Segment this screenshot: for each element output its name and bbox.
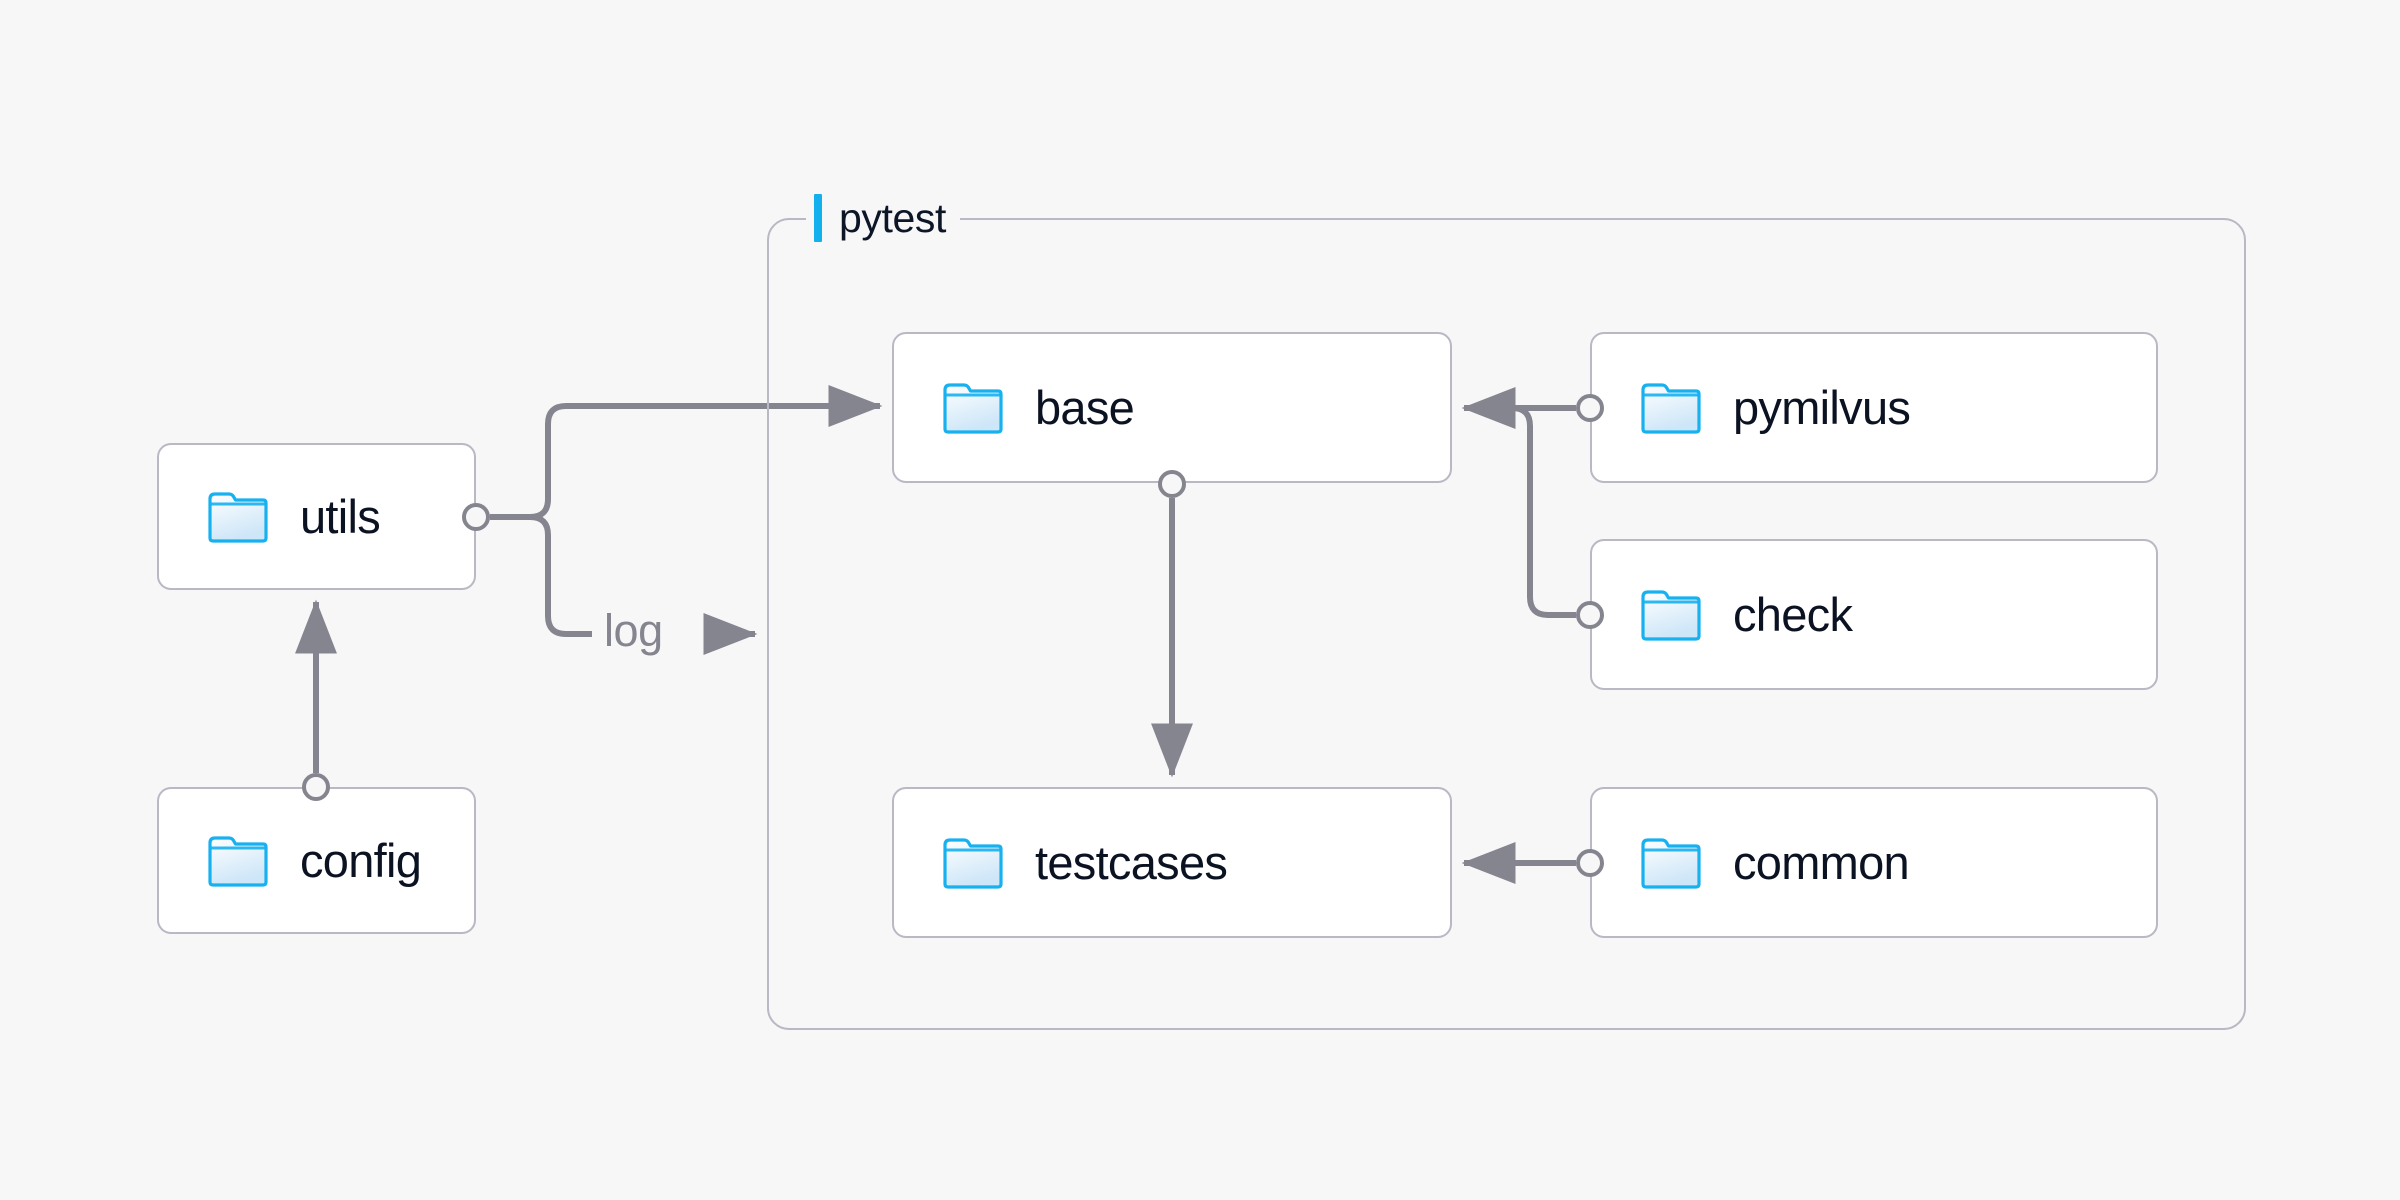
node-common[interactable]: common bbox=[1590, 787, 2158, 938]
node-base-label: base bbox=[1035, 381, 1135, 434]
port-pymilvus-left[interactable] bbox=[1576, 394, 1604, 422]
accent-bar-icon bbox=[814, 194, 822, 242]
port-base-bottom[interactable] bbox=[1158, 470, 1186, 498]
folder-icon bbox=[1641, 589, 1701, 641]
folder-icon bbox=[943, 382, 1003, 434]
node-testcases[interactable]: testcases bbox=[892, 787, 1452, 938]
node-base[interactable]: base bbox=[892, 332, 1452, 483]
node-utils-label: utils bbox=[300, 490, 381, 543]
port-utils-right[interactable] bbox=[462, 503, 490, 531]
folder-icon bbox=[1641, 837, 1701, 889]
edge-label-log: log bbox=[604, 605, 663, 656]
port-common-left[interactable] bbox=[1576, 849, 1604, 877]
node-utils[interactable]: utils bbox=[157, 443, 476, 590]
folder-icon bbox=[208, 491, 268, 543]
node-check[interactable]: check bbox=[1590, 539, 2158, 690]
folder-icon bbox=[943, 837, 1003, 889]
folder-icon bbox=[1641, 382, 1701, 434]
group-pytest-label: pytest bbox=[806, 191, 960, 245]
port-check-left[interactable] bbox=[1576, 601, 1604, 629]
node-testcases-label: testcases bbox=[1035, 836, 1228, 889]
node-config-label: config bbox=[300, 834, 422, 887]
node-pymilvus[interactable]: pymilvus bbox=[1590, 332, 2158, 483]
node-common-label: common bbox=[1733, 836, 1910, 889]
group-pytest[interactable] bbox=[767, 218, 2246, 1030]
folder-icon bbox=[208, 835, 268, 887]
port-config-top[interactable] bbox=[302, 773, 330, 801]
edge-utils-to-log bbox=[529, 514, 592, 637]
group-pytest-title: pytest bbox=[839, 194, 946, 241]
node-check-label: check bbox=[1733, 588, 1853, 641]
node-pymilvus-label: pymilvus bbox=[1733, 381, 1911, 434]
node-config[interactable]: config bbox=[157, 787, 476, 934]
